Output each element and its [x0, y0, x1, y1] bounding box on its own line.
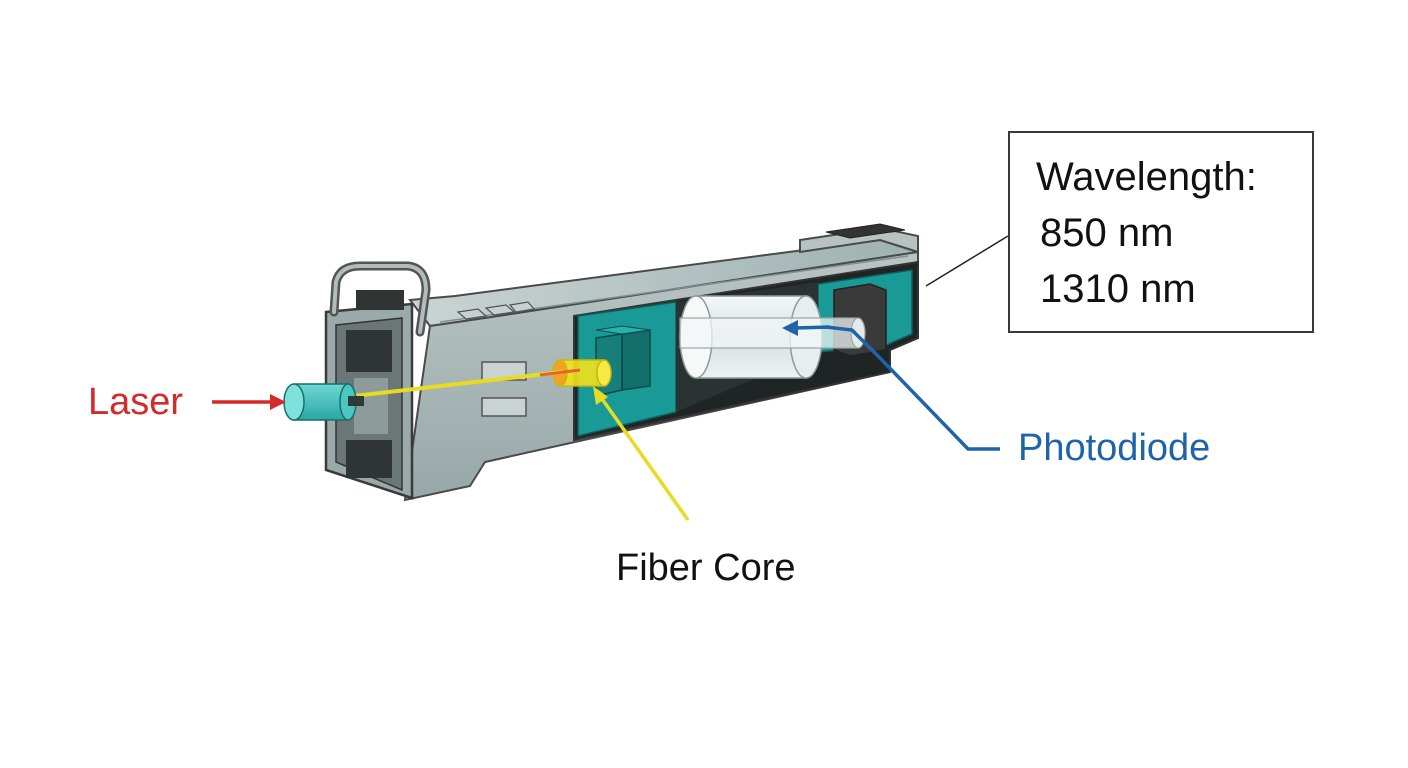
laser-emitter	[283, 383, 364, 421]
photodiode-label: Photodiode	[1018, 427, 1211, 469]
laser-arrow	[212, 394, 286, 410]
spec-value: 1310 nm	[1040, 267, 1196, 311]
spec-value: 850 nm	[1040, 211, 1174, 255]
connector-cage	[324, 261, 431, 500]
photodiode-cylinder	[679, 295, 866, 379]
laser-beam	[353, 370, 563, 398]
fiber-core-arrow	[593, 386, 690, 522]
wavelength-spec-box: Wavelength: 850 nm 1310 nm	[1008, 131, 1314, 333]
photodiode-arrow	[782, 320, 1000, 451]
laser-beam-hotspot	[539, 368, 581, 377]
spec-leader-line	[925, 235, 1009, 287]
laser-label: Laser	[88, 381, 184, 423]
spec-title: Wavelength:	[1036, 155, 1257, 199]
vent-slot	[481, 397, 527, 417]
fiber-core-label: Fiber Core	[616, 547, 796, 589]
